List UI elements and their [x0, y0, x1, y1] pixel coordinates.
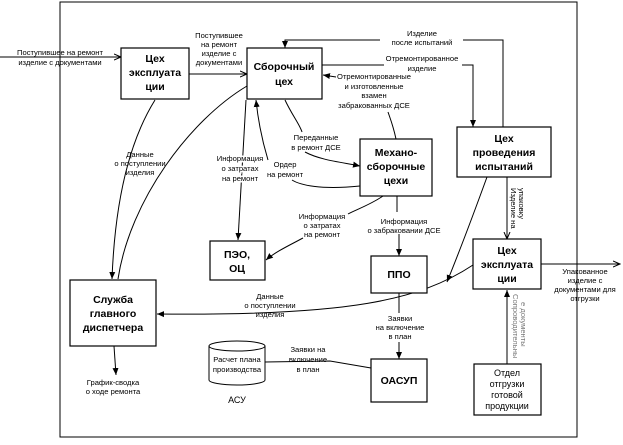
node-peo[interactable]: ПЭО,ОЦ — [209, 240, 266, 281]
diagram-frame — [59, 1, 578, 438]
svg-text:Сопроводительные документы: Сопроводительные документы — [511, 294, 528, 358]
flow-accompanying-docs: Сопроводительные документы — [504, 290, 528, 364]
node-ppo[interactable]: ППО — [370, 255, 428, 294]
asu-label: АСУ — [228, 395, 246, 405]
svg-text:Изделие наупаковку: Изделие наупаковку — [509, 188, 526, 229]
node-oasup[interactable]: ОАСУП — [370, 358, 428, 403]
flow-to-packing: Изделие наупаковку — [507, 177, 526, 239]
svg-text:ПЭО,ОЦ: ПЭО,ОЦ — [224, 249, 250, 275]
svg-text:ППО: ППО — [387, 269, 410, 281]
svg-text:ОАСУП: ОАСУП — [381, 375, 418, 387]
